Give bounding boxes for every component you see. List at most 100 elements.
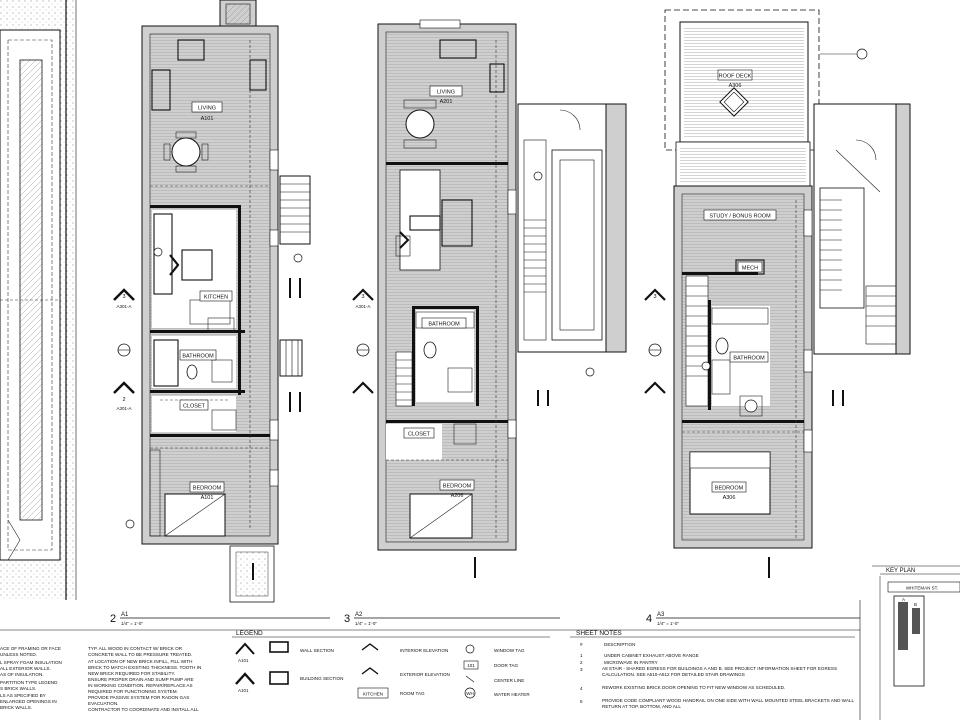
svg-text:A: A bbox=[902, 597, 905, 602]
svg-text:A1: A1 bbox=[121, 612, 129, 618]
svg-text:PARTITION TYPE LEGEND: PARTITION TYPE LEGEND bbox=[0, 680, 58, 685]
floor-plan-a3: ROOF DECK A306 STUDY / BONUS ROOM MECH B… bbox=[664, 9, 911, 549]
svg-text:CONCRETE WALL TO BE PRESSURE T: CONCRETE WALL TO BE PRESSURE TREATED. bbox=[88, 652, 192, 657]
svg-text:IN WORKING CONDITION. REPAIR/R: IN WORKING CONDITION. REPAIR/REPLACE AS bbox=[88, 683, 193, 688]
svg-text:REQUIRED FOR FUNCTIONING SYSTE: REQUIRED FOR FUNCTIONING SYSTEM. bbox=[88, 689, 178, 694]
svg-text:A3: A3 bbox=[657, 612, 665, 618]
room-tag-closet: CLOSET bbox=[408, 432, 431, 438]
svg-text:LEGEND: LEGEND bbox=[236, 630, 263, 637]
room-tag-living-code: A101 bbox=[201, 116, 214, 122]
svg-text:BRICK TO MATCH EXISTING THICKN: BRICK TO MATCH EXISTING THICKNESS. TOOTH… bbox=[88, 665, 201, 670]
legend-building-section: BUILDING SECTION bbox=[300, 676, 343, 681]
room-tag-bedroom: BEDROOM bbox=[443, 484, 472, 490]
svg-text:S BRICK WALLS.: S BRICK WALLS. bbox=[0, 686, 36, 691]
legend-door-tag: DOOR TAG bbox=[494, 663, 519, 668]
svg-text:PROVIDE PASSIVE SYSTEM FOR RAD: PROVIDE PASSIVE SYSTEM FOR RADON GAS bbox=[88, 695, 189, 700]
legend-room-tag: ROOM TAG bbox=[400, 691, 425, 696]
room-tag-bathroom: BATHROOM bbox=[733, 356, 765, 362]
svg-text:3: 3 bbox=[653, 294, 656, 300]
svg-text:A101: A101 bbox=[238, 658, 249, 663]
floor-plan-a1: LIVING A101 KITCHEN BATHROOM CLOSET BEDR… bbox=[125, 0, 311, 603]
room-tag-bedroom-code: A306 bbox=[723, 495, 736, 501]
legend-center-line: CENTER LINE bbox=[494, 678, 524, 683]
room-tag-bedroom-code: A206 bbox=[451, 493, 464, 499]
legend-exterior-elevation: EXTERIOR ELEVATION bbox=[400, 672, 450, 677]
svg-text:5: 5 bbox=[580, 699, 583, 704]
room-tag-study: STUDY / BONUS ROOM bbox=[709, 214, 771, 220]
legend-water-heater: WATER HEATER bbox=[494, 692, 530, 697]
svg-text:CONTRACTOR TO COORDINATE AND I: CONTRACTOR TO COORDINATE AND INSTALL ALL bbox=[88, 707, 199, 712]
room-tag-living: LIVING bbox=[198, 106, 216, 112]
svg-text:UNLESS NOTED.: UNLESS NOTED. bbox=[0, 652, 37, 657]
svg-text:A2: A2 bbox=[355, 612, 363, 618]
room-tag-roof-deck: ROOF DECK bbox=[719, 74, 752, 80]
svg-text:NEW BRICK REQUIRED FOR STABILI: NEW BRICK REQUIRED FOR STABILITY. bbox=[88, 671, 175, 676]
svg-text:L SPRAY FOAM INSULATION: L SPRAY FOAM INSULATION bbox=[0, 660, 62, 665]
svg-text:TYP. ALL WOOD IN CONTACT W/ BR: TYP. ALL WOOD IN CONTACT W/ BRICK OR bbox=[88, 646, 183, 651]
svg-text:AS OF INSULATION.: AS OF INSULATION. bbox=[0, 672, 44, 677]
svg-text:ENSURE PROPER DRAIN AND SUMP P: ENSURE PROPER DRAIN AND SUMP PUMP ARE bbox=[88, 677, 194, 682]
legend: LEGEND A101 WALL SECTION A101 BUILDING S… bbox=[232, 630, 550, 699]
svg-text:EVACUATION.: EVACUATION. bbox=[88, 701, 118, 706]
room-tag-closet: CLOSET bbox=[183, 404, 206, 410]
svg-text:WH: WH bbox=[466, 691, 474, 696]
svg-text:SHEET NOTES: SHEET NOTES bbox=[576, 630, 622, 637]
room-tag-bedroom: BEDROOM bbox=[715, 486, 744, 492]
plan-title-a3: 4 A3 1/4" = 1'-0" bbox=[646, 612, 860, 626]
svg-text:ACE OF FRAMING OR FACE: ACE OF FRAMING OR FACE bbox=[0, 646, 61, 651]
svg-text:#: # bbox=[580, 642, 583, 647]
svg-text:AT LOCATION OF NEW BRICK INFIL: AT LOCATION OF NEW BRICK INFILL, FILL WI… bbox=[88, 659, 192, 664]
svg-text:1/4" = 1'-0": 1/4" = 1'-0" bbox=[657, 621, 679, 626]
svg-text:4: 4 bbox=[646, 613, 652, 625]
room-tag-mech: MECH bbox=[742, 266, 758, 272]
svg-text:101: 101 bbox=[467, 663, 475, 668]
svg-text:3: 3 bbox=[361, 294, 364, 300]
svg-text:B: B bbox=[914, 602, 917, 607]
svg-text:1: 1 bbox=[580, 653, 583, 658]
room-tag-roof-deck-code: A306 bbox=[729, 83, 742, 89]
svg-text:4: 4 bbox=[580, 686, 583, 691]
svg-text:BRICK WALLS.: BRICK WALLS. bbox=[0, 705, 32, 710]
partial-plan-left bbox=[0, 0, 77, 600]
svg-text:KEY PLAN: KEY PLAN bbox=[886, 568, 915, 574]
room-tag-bathroom: BATHROOM bbox=[182, 354, 214, 360]
plan-title-a1: 2 A1 1/4" = 1'-0" bbox=[110, 612, 330, 626]
svg-text:MICROWAVE IN PANTRY: MICROWAVE IN PANTRY bbox=[604, 660, 658, 665]
svg-text:2: 2 bbox=[110, 613, 116, 625]
plan-title-a2: 3 A2 1/4" = 1'-0" bbox=[344, 612, 560, 626]
sheet-notes: SHEET NOTES # DESCRIPTION 1 UNDER CABINE… bbox=[570, 630, 855, 709]
general-notes: ACE OF FRAMING OR FACE UNLESS NOTED. L S… bbox=[0, 646, 62, 710]
svg-text:3: 3 bbox=[122, 294, 125, 300]
svg-text:UNDER CABINET EXHAUST ABOVE RA: UNDER CABINET EXHAUST ABOVE RANGE bbox=[604, 653, 699, 658]
room-tag-bedroom: BEDROOM bbox=[193, 486, 222, 492]
key-plan: KEY PLAN WHITEMAN ST. A B bbox=[872, 565, 960, 720]
room-tag-bedroom-code: A101 bbox=[201, 495, 214, 501]
svg-text:DESCRIPTION: DESCRIPTION bbox=[604, 642, 635, 647]
room-tag-living-code: A201 bbox=[440, 99, 453, 105]
legend-wall-section: WALL SECTION bbox=[300, 648, 334, 653]
section-marker-2: 2 A301-A bbox=[113, 381, 135, 411]
svg-text:A301-A: A301-A bbox=[355, 304, 370, 309]
svg-text:1/4" = 1'-0": 1/4" = 1'-0" bbox=[355, 621, 377, 626]
svg-text:A301-A: A301-A bbox=[116, 304, 131, 309]
room-tag-bathroom: BATHROOM bbox=[428, 322, 460, 328]
svg-text:2: 2 bbox=[580, 660, 583, 665]
section-marker-1: 3 A301-A bbox=[113, 288, 135, 309]
section-markers: 3 A301-A 2 A301-A 3 A301-A 3 bbox=[113, 278, 844, 580]
legend-interior-elevation: INTERIOR ELEVATION bbox=[400, 648, 448, 653]
svg-text:A101: A101 bbox=[238, 688, 249, 693]
svg-text:ENLARGED OPENINGS IN: ENLARGED OPENINGS IN bbox=[0, 699, 57, 704]
room-tag-living: LIVING bbox=[437, 90, 455, 96]
keyed-notes: TYP. ALL WOOD IN CONTACT W/ BRICK OR CON… bbox=[88, 646, 201, 712]
svg-text:ALL EXTERIOR WALLS.: ALL EXTERIOR WALLS. bbox=[0, 666, 51, 671]
svg-text:A301-A: A301-A bbox=[116, 406, 131, 411]
svg-text:3: 3 bbox=[580, 667, 583, 672]
svg-text:3: 3 bbox=[344, 613, 350, 625]
svg-text:LS AS SPECIFIED BY: LS AS SPECIFIED BY bbox=[0, 693, 46, 698]
floor-plan-a2: LIVING A201 BATHROOM CLOSET BEDROOM A206 bbox=[377, 19, 627, 551]
svg-text:2: 2 bbox=[122, 397, 125, 403]
svg-text:1/4" = 1'-0": 1/4" = 1'-0" bbox=[121, 621, 143, 626]
svg-text:WHITEMAN ST.: WHITEMAN ST. bbox=[906, 586, 938, 591]
